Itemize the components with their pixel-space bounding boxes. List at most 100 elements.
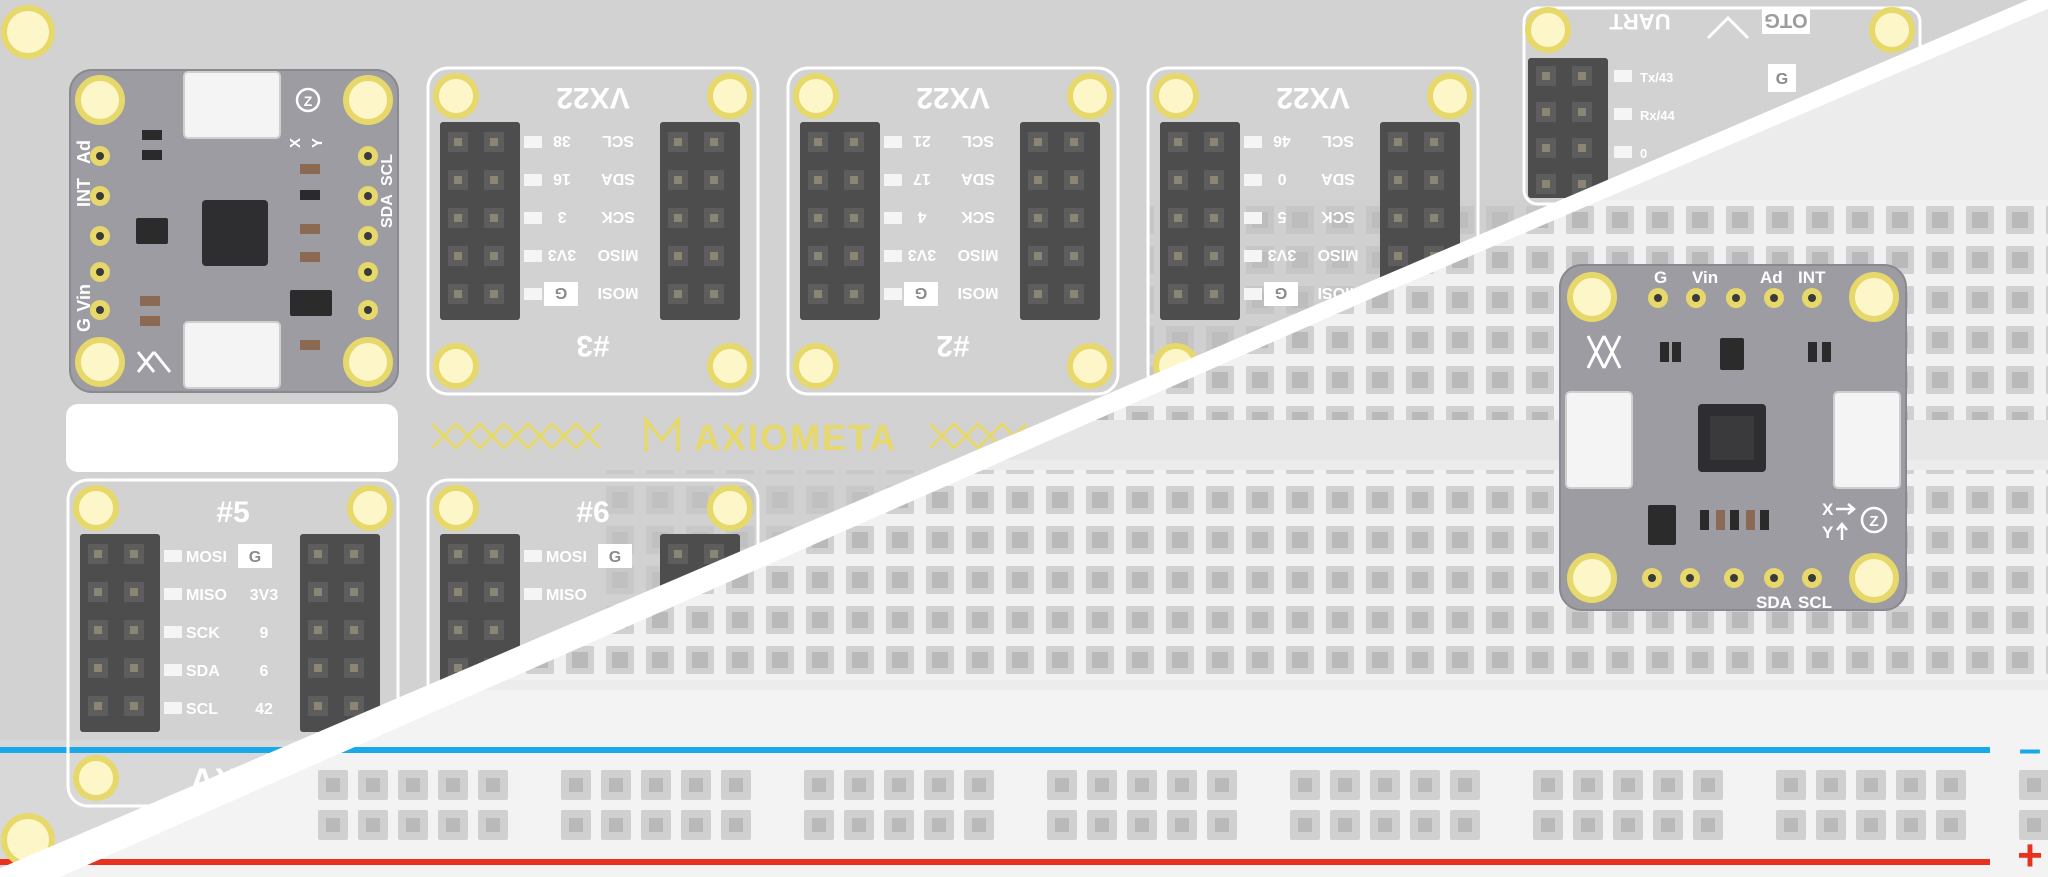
mount-hole xyxy=(707,73,753,119)
smd-component xyxy=(300,164,320,174)
slot-signal-label: SCL xyxy=(602,132,634,149)
pin-label-Vin: Vin xyxy=(1692,268,1718,287)
smd-component xyxy=(1716,510,1725,530)
pin-indicator xyxy=(1244,250,1262,262)
mount-hole xyxy=(1153,73,1199,119)
slot-signal-label: SDA xyxy=(961,170,995,187)
pin-indicator xyxy=(164,702,182,714)
slot-signal-label: SCL xyxy=(1322,132,1354,149)
mount-hole xyxy=(433,343,479,389)
rail-plus-label: + xyxy=(2017,831,2043,877)
slot-pin-label: G xyxy=(249,549,261,566)
slot-signal-label: MOSI xyxy=(546,549,587,566)
qwiic-connector-left xyxy=(1565,391,1633,489)
sensor-chip xyxy=(202,200,268,266)
z-axis-label: Z xyxy=(1869,513,1878,530)
mount-hole xyxy=(1,5,55,59)
slot-id: #2 xyxy=(936,329,969,362)
pin-indicator xyxy=(884,174,902,186)
pin-indicator xyxy=(1614,70,1632,82)
slot-signal-label: SCL xyxy=(962,132,994,149)
x-axis-label: X xyxy=(287,138,304,148)
slot-signal-label: SDA xyxy=(186,663,220,680)
x-axis-label: X xyxy=(1822,500,1834,519)
pin-label-SCL: SCL xyxy=(379,154,396,186)
z-axis-label: Z xyxy=(304,93,313,109)
slot-signal-label: MISO xyxy=(186,587,227,604)
qwiic-connector-right xyxy=(1833,391,1901,489)
pin-header xyxy=(1528,58,1608,198)
uart-label: UART xyxy=(1609,9,1671,34)
pin-label-SCL: SCL xyxy=(1798,593,1832,612)
mount-hole xyxy=(1427,73,1473,119)
axiometa-logo-icon xyxy=(136,351,172,373)
mount-hole xyxy=(1067,343,1113,389)
pin-indicator xyxy=(524,550,542,562)
pin-indicator xyxy=(884,250,902,262)
uart-pin-rx: Rx/44 xyxy=(1640,108,1675,123)
mount-hole xyxy=(433,73,479,119)
mount-hole xyxy=(1067,73,1113,119)
slot-signal-label: MOSI xyxy=(598,284,639,301)
slot-signal-label: SDA xyxy=(601,170,635,187)
smd-component xyxy=(1700,510,1709,530)
mount-hole xyxy=(73,755,119,801)
z-axis-icon xyxy=(295,87,321,113)
slot-pin-label: 42 xyxy=(255,701,273,718)
qwiic-connector-top xyxy=(183,71,281,139)
pin-label-INT: INT xyxy=(74,178,94,207)
slot-pin-label: 3V3 xyxy=(1268,246,1297,263)
slot-id: #3 xyxy=(576,329,609,362)
slot-pin-label: 4 xyxy=(917,208,926,225)
pin-label-Vin: Vin xyxy=(74,284,94,312)
z-axis-icon xyxy=(1860,506,1888,534)
slot-pin-label: 3V3 xyxy=(908,246,937,263)
smd-component xyxy=(142,150,162,160)
pin-label-G: G xyxy=(1654,268,1667,287)
smd-component xyxy=(142,130,162,140)
otg-label: OTG xyxy=(1764,9,1807,31)
pin-label-Ad: Ad xyxy=(1760,268,1783,287)
slot-signal-label: SCL xyxy=(186,701,218,718)
pin-indicator xyxy=(1244,174,1262,186)
mount-hole xyxy=(793,73,839,119)
pin-indicator xyxy=(524,288,542,300)
slot-signal-label: SDA xyxy=(1321,170,1355,187)
label-blank-area xyxy=(66,404,398,472)
pin-label-INT: INT xyxy=(1798,268,1826,287)
slot-id: #6 xyxy=(576,496,609,529)
pin-indicator xyxy=(524,212,542,224)
slot-pin-label: 3 xyxy=(557,208,566,225)
pin-indicator xyxy=(524,588,542,600)
smd-component xyxy=(140,296,160,306)
slot-signal-label: SCK xyxy=(961,208,995,225)
slot-pin-label: 17 xyxy=(913,170,931,187)
pin-label-SDA: SDA xyxy=(1756,593,1792,612)
pin-indicator xyxy=(884,212,902,224)
slot-signal-label: SCK xyxy=(601,208,635,225)
slot-pin-label: 5 xyxy=(1277,208,1286,225)
smd-component xyxy=(300,252,320,262)
pin-indicator xyxy=(884,136,902,148)
slot-pin-label: 3V3 xyxy=(250,587,279,604)
rail-minus-label: – xyxy=(2019,727,2041,771)
slot-signal-label: MISO xyxy=(598,246,639,263)
slot-id: #5 xyxy=(216,496,249,529)
slot-pin-label: G xyxy=(609,549,621,566)
slot-header-text: VX22 xyxy=(1276,81,1349,114)
slot-pin-label: 21 xyxy=(913,132,931,149)
pin-indicator xyxy=(884,288,902,300)
slot-signal-label: MOSI xyxy=(186,549,227,566)
mount-hole xyxy=(707,485,753,531)
slot-pin-label: G xyxy=(555,284,567,301)
slot-header-text: VX22 xyxy=(916,81,989,114)
slot-header-text: VX22 xyxy=(556,81,629,114)
breadboard-power-rail-holes xyxy=(318,770,2048,840)
x-arrow-icon xyxy=(1836,503,1856,515)
small-chip xyxy=(1720,338,1744,370)
axiometa-logo: AXIOMETA xyxy=(430,415,1028,458)
